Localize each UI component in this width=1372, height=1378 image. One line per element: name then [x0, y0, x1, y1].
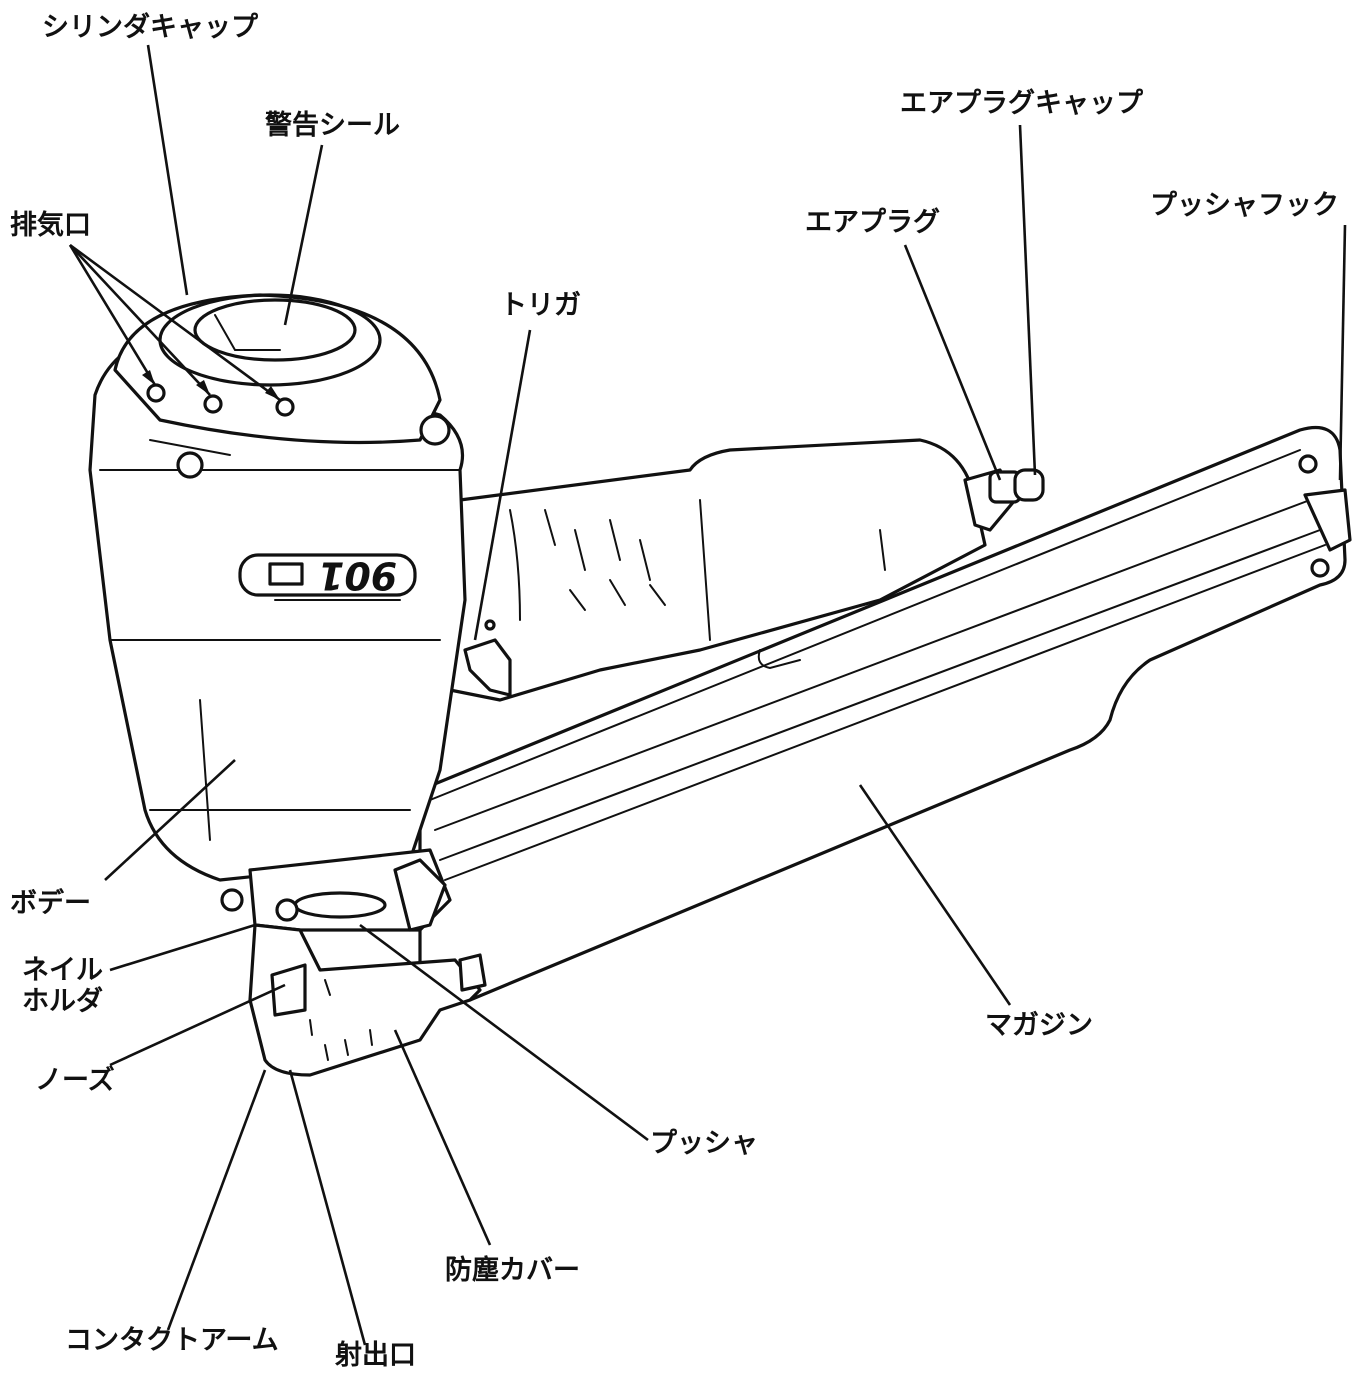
magazine-drawing — [418, 425, 1352, 1002]
label-body: ボデー — [10, 888, 91, 919]
label-warning-seal: 警告シール — [265, 110, 400, 141]
handle-drawing — [448, 438, 1045, 702]
label-nail-holder: ネイル ホルダ — [22, 955, 103, 1018]
cylinder-cap-drawing — [113, 293, 451, 479]
model-marking: 901 — [318, 553, 398, 598]
exhaust-arrowheads — [142, 370, 280, 400]
trigger-drawing — [463, 619, 512, 697]
nose-drawing — [220, 848, 487, 1077]
label-trigger: トリガ — [500, 290, 581, 321]
leader-lines — [68, 44, 1347, 1346]
label-air-plug-cap: エアプラグキャップ — [900, 88, 1143, 119]
label-contact-arm: コンタクトアーム — [65, 1325, 279, 1356]
label-ejection-port: 射出口 — [335, 1340, 416, 1371]
label-pusher-hook: プッシャフック — [1150, 190, 1339, 221]
label-air-plug: エアプラグ — [805, 207, 940, 238]
label-pusher: プッシャ — [650, 1128, 758, 1159]
label-dust-cover: 防塵カバー — [445, 1255, 580, 1286]
label-nose: ノーズ — [35, 1065, 115, 1096]
label-cylinder-cap: シリンダキャップ — [42, 12, 258, 43]
label-exhaust-port: 排気口 — [10, 210, 91, 241]
label-magazine: マガジン — [985, 1010, 1093, 1041]
